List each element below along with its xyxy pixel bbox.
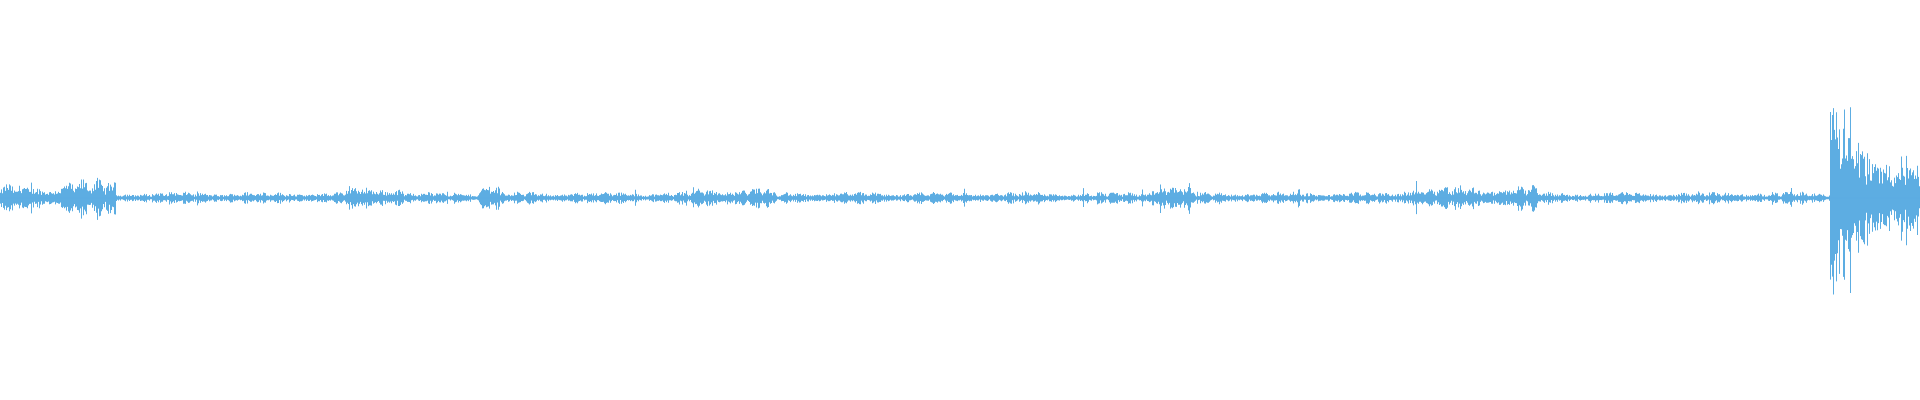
waveform-trace	[0, 107, 1920, 295]
waveform-path	[0, 107, 1920, 295]
